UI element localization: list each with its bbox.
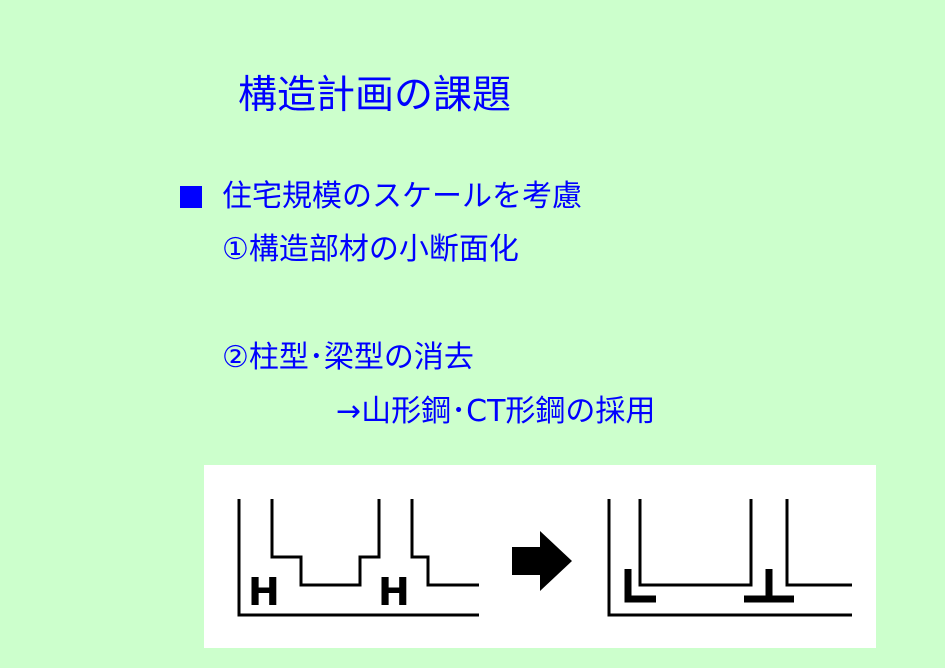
slide-title: 構造計画の課題 bbox=[238, 73, 512, 118]
structure-diagram: H H bbox=[204, 465, 876, 648]
bullet-text-2: ①構造部材の小断面化 bbox=[222, 232, 519, 267]
diagram-after bbox=[607, 499, 852, 617]
column-line-3 bbox=[785, 499, 852, 587]
bullet-text-4: →山形鋼･CT形鋼の採用 bbox=[336, 394, 656, 429]
column-line-2 bbox=[410, 499, 479, 587]
diagram-before bbox=[237, 499, 479, 617]
bullet-text-1: 住宅規模のスケールを考慮 bbox=[222, 179, 582, 214]
structure-diagram-svg: H H bbox=[237, 499, 852, 617]
h-label-2: H bbox=[378, 570, 410, 614]
bullet-square-icon bbox=[180, 186, 202, 208]
angle-steel-shape bbox=[624, 569, 656, 603]
h-labels: H H bbox=[248, 570, 410, 614]
h-label-1: H bbox=[248, 570, 280, 614]
bullet-text-3: ②柱型･梁型の消去 bbox=[222, 340, 474, 375]
ct-steel-shape bbox=[744, 569, 794, 603]
column-line-1 bbox=[270, 499, 381, 587]
right-arrow-icon bbox=[512, 531, 572, 591]
outer-frame-left bbox=[237, 499, 479, 617]
outer-frame-right bbox=[607, 499, 852, 617]
beam-line bbox=[638, 499, 753, 587]
